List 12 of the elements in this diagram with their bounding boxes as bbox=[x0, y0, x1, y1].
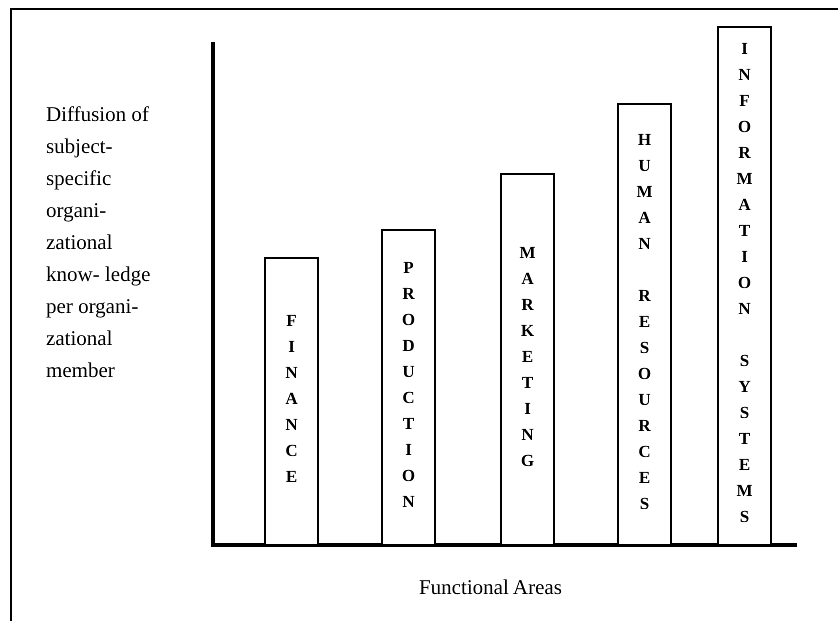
bar-label: FINANCE bbox=[283, 310, 300, 492]
bar bbox=[381, 229, 436, 546]
bar bbox=[717, 26, 772, 546]
x-axis-title: Functional Areas bbox=[419, 575, 562, 599]
bar bbox=[617, 103, 672, 546]
y-axis-title: Diffusion of subject- specific organi- zational know- ledge per organi- zational member bbox=[46, 101, 152, 384]
bar bbox=[264, 257, 319, 546]
bar-label: MARKETING bbox=[519, 242, 536, 476]
bar bbox=[500, 173, 555, 546]
bar-label: PRODUCTION bbox=[400, 258, 417, 518]
bar-label: HUMAN RESOURCES bbox=[636, 130, 653, 520]
bar-label: INFORMATION SYSTEMS bbox=[736, 39, 753, 533]
